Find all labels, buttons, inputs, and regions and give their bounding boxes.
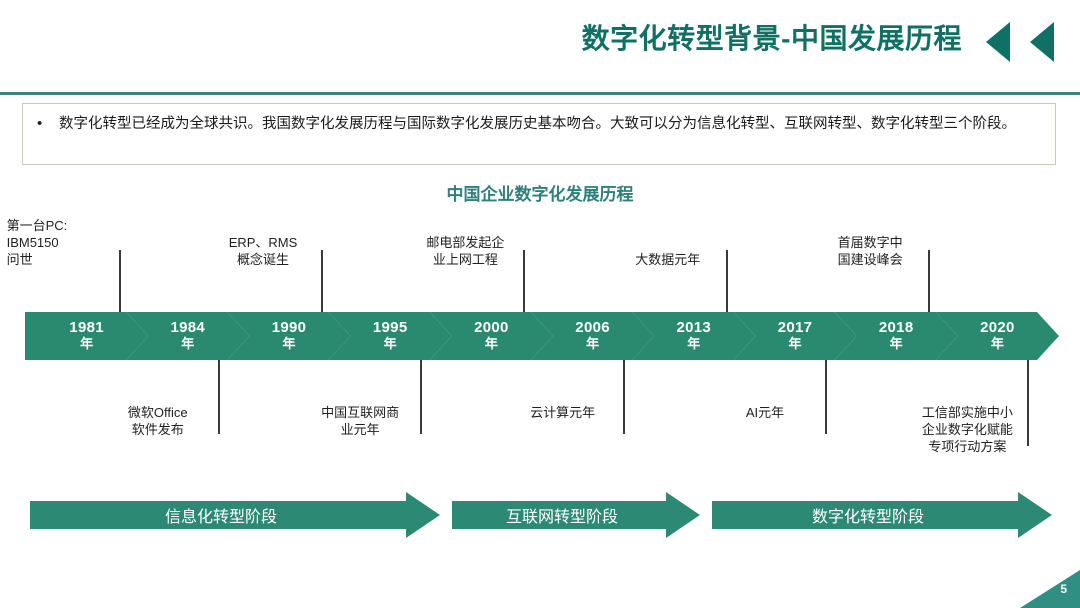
- chart-title: 中国企业数字化发展历程: [446, 185, 634, 204]
- milestone-year-suffix: 年: [383, 336, 397, 351]
- milestone-year-suffix: 年: [181, 336, 195, 351]
- milestone-year: 2017: [777, 319, 813, 336]
- phase-bar-label: 信息化转型阶段: [164, 509, 277, 526]
- bullet-text: 数字化转型已经成为全球共识。我国数字化发展历程与国际数字化发展历史基本吻合。大致…: [59, 116, 1016, 132]
- milestone-note-2020: 工信部实施中小 企业数字化赋能 专项行动方案: [921, 405, 1013, 454]
- page-corner-decoration: [1020, 570, 1080, 608]
- milestone-year-suffix: 年: [990, 336, 1004, 351]
- milestone-year-suffix: 年: [80, 336, 94, 351]
- milestone-year-suffix: 年: [484, 336, 498, 351]
- milestone-year-suffix: 年: [586, 336, 600, 351]
- milestone-note-1990: ERP、RMS 概念诞生: [228, 235, 298, 267]
- double-chevron-left-icon: [986, 22, 1054, 62]
- milestone-note-2018: 首届数字中 国建设峰会: [837, 235, 903, 267]
- header-divider: [0, 92, 1080, 95]
- milestone-year: 2020: [980, 319, 1015, 336]
- milestone-year: 1984: [170, 319, 206, 336]
- page-number: 5: [1060, 582, 1067, 596]
- milestone-year: 2013: [676, 319, 712, 336]
- milestone-year: 2006: [575, 319, 610, 336]
- milestone-year: 2018: [878, 319, 914, 336]
- milestone-year: 2000: [474, 319, 509, 336]
- phase-bar-2[interactable]: 互联网转型阶段: [452, 492, 700, 538]
- milestone-note-2006: 云计算元年: [530, 405, 596, 420]
- milestone-year-suffix: 年: [788, 336, 802, 351]
- phase-bar-label: 互联网转型阶段: [505, 509, 618, 526]
- milestone-year: 1990: [271, 319, 307, 336]
- milestone-year: 1981: [69, 319, 104, 336]
- milestone-note-2000: 邮电部发起企 业上网工程: [426, 235, 505, 267]
- summary-textbox: • 数字化转型已经成为全球共识。我国数字化发展历程与国际数字化发展历史基本吻合。…: [22, 103, 1056, 165]
- phase-bar-3[interactable]: 数字化转型阶段: [712, 492, 1052, 538]
- milestone-year: 1995: [372, 319, 408, 336]
- milestone-year-suffix: 年: [889, 336, 903, 351]
- milestone-year-suffix: 年: [687, 336, 701, 351]
- page-title: 数字化转型背景-中国发展历程: [581, 23, 962, 54]
- phase-bar-1[interactable]: 信息化转型阶段: [30, 492, 440, 538]
- phase-bar-label: 数字化转型阶段: [811, 509, 924, 526]
- milestone-note-1981: 第一台PC: IBM5150 问世: [6, 218, 68, 267]
- milestone-note-1984: 微软Office 软件发布: [127, 405, 188, 437]
- milestone-note-2013: 大数据元年: [635, 252, 701, 267]
- phase-bar-row: 信息化转型阶段 互联网转型阶段 数字化转型阶段: [0, 492, 1080, 538]
- milestone-year-suffix: 年: [282, 336, 296, 351]
- bullet-marker: •: [37, 115, 43, 132]
- milestone-note-1995: 中国互联网商 业元年: [321, 405, 400, 437]
- milestone-note-2017: AI元年: [745, 405, 785, 420]
